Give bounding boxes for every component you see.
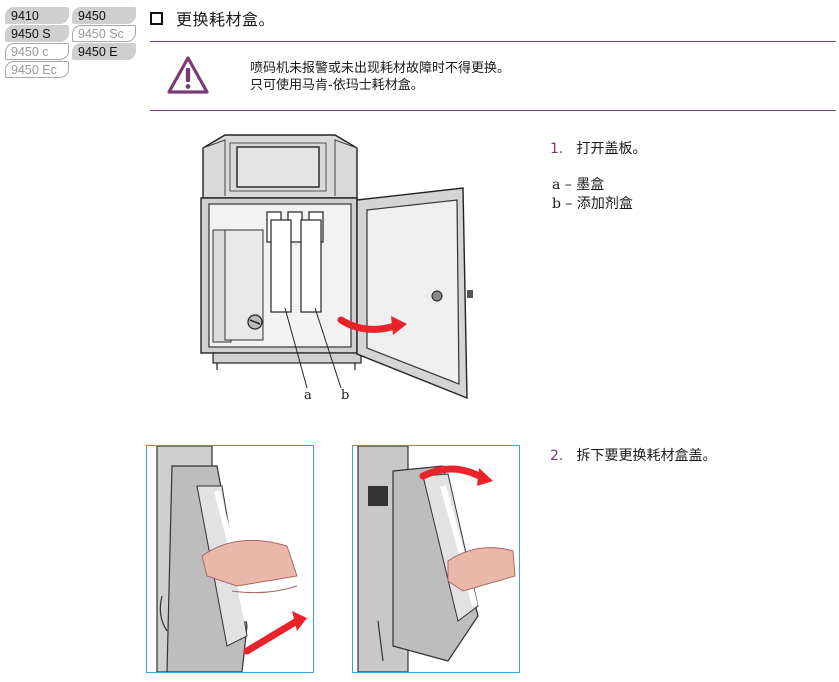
square-bullet-icon (150, 11, 163, 25)
section-heading: 更换耗材盒。 (150, 6, 275, 30)
photo-remove-cover-right (352, 445, 520, 673)
model-badge-9450e: 9450 E (72, 43, 136, 60)
warning-line-1: 喷码机未报警或未出现耗材故障时不得更换。 (250, 61, 511, 76)
model-badge-9450sc: 9450 Sc (72, 25, 136, 42)
callout-b: b (341, 388, 350, 403)
model-badge-9450s: 9450 S (5, 25, 69, 42)
step-1-text: 打开盖板。 (576, 141, 647, 157)
warning-line-2: 只可使用马肯-依玛士耗材盒。 (250, 78, 424, 93)
step-1: 1. 打开盖板。 (550, 138, 646, 158)
divider-top (150, 41, 836, 42)
model-badge-9450c: 9450 c (5, 43, 69, 60)
warning-triangle-icon (167, 56, 209, 94)
hand-on-cover-illustration (147, 446, 313, 672)
model-badge-9410: 9410 (5, 7, 69, 24)
hand-lifting-cover-illustration (353, 446, 519, 672)
model-badge-9450: 9450 (72, 7, 136, 24)
step-2-text: 拆下要更换耗材盒盖。 (576, 448, 717, 464)
callout-a: a (304, 388, 312, 403)
legend: a – 墨盒 b – 添加剂盒 (552, 176, 633, 214)
step-2: 2. 拆下要更换耗材盒盖。 (550, 445, 716, 465)
model-badge-9450ec: 9450 Ec (5, 61, 69, 78)
legend-a: a – 墨盒 (552, 177, 605, 193)
photo-remove-cover-left (146, 445, 314, 673)
section-title: 更换耗材盒。 (176, 10, 276, 29)
step-1-number: 1. (550, 141, 564, 157)
step-2-number: 2. (550, 448, 564, 464)
divider-bottom (150, 110, 836, 111)
warning-text: 喷码机未报警或未出现耗材故障时不得更换。 只可使用马肯-依玛士耗材盒。 (250, 60, 510, 94)
printer-open-door-illustration (200, 134, 473, 400)
legend-b: b – 添加剂盒 (552, 196, 633, 212)
